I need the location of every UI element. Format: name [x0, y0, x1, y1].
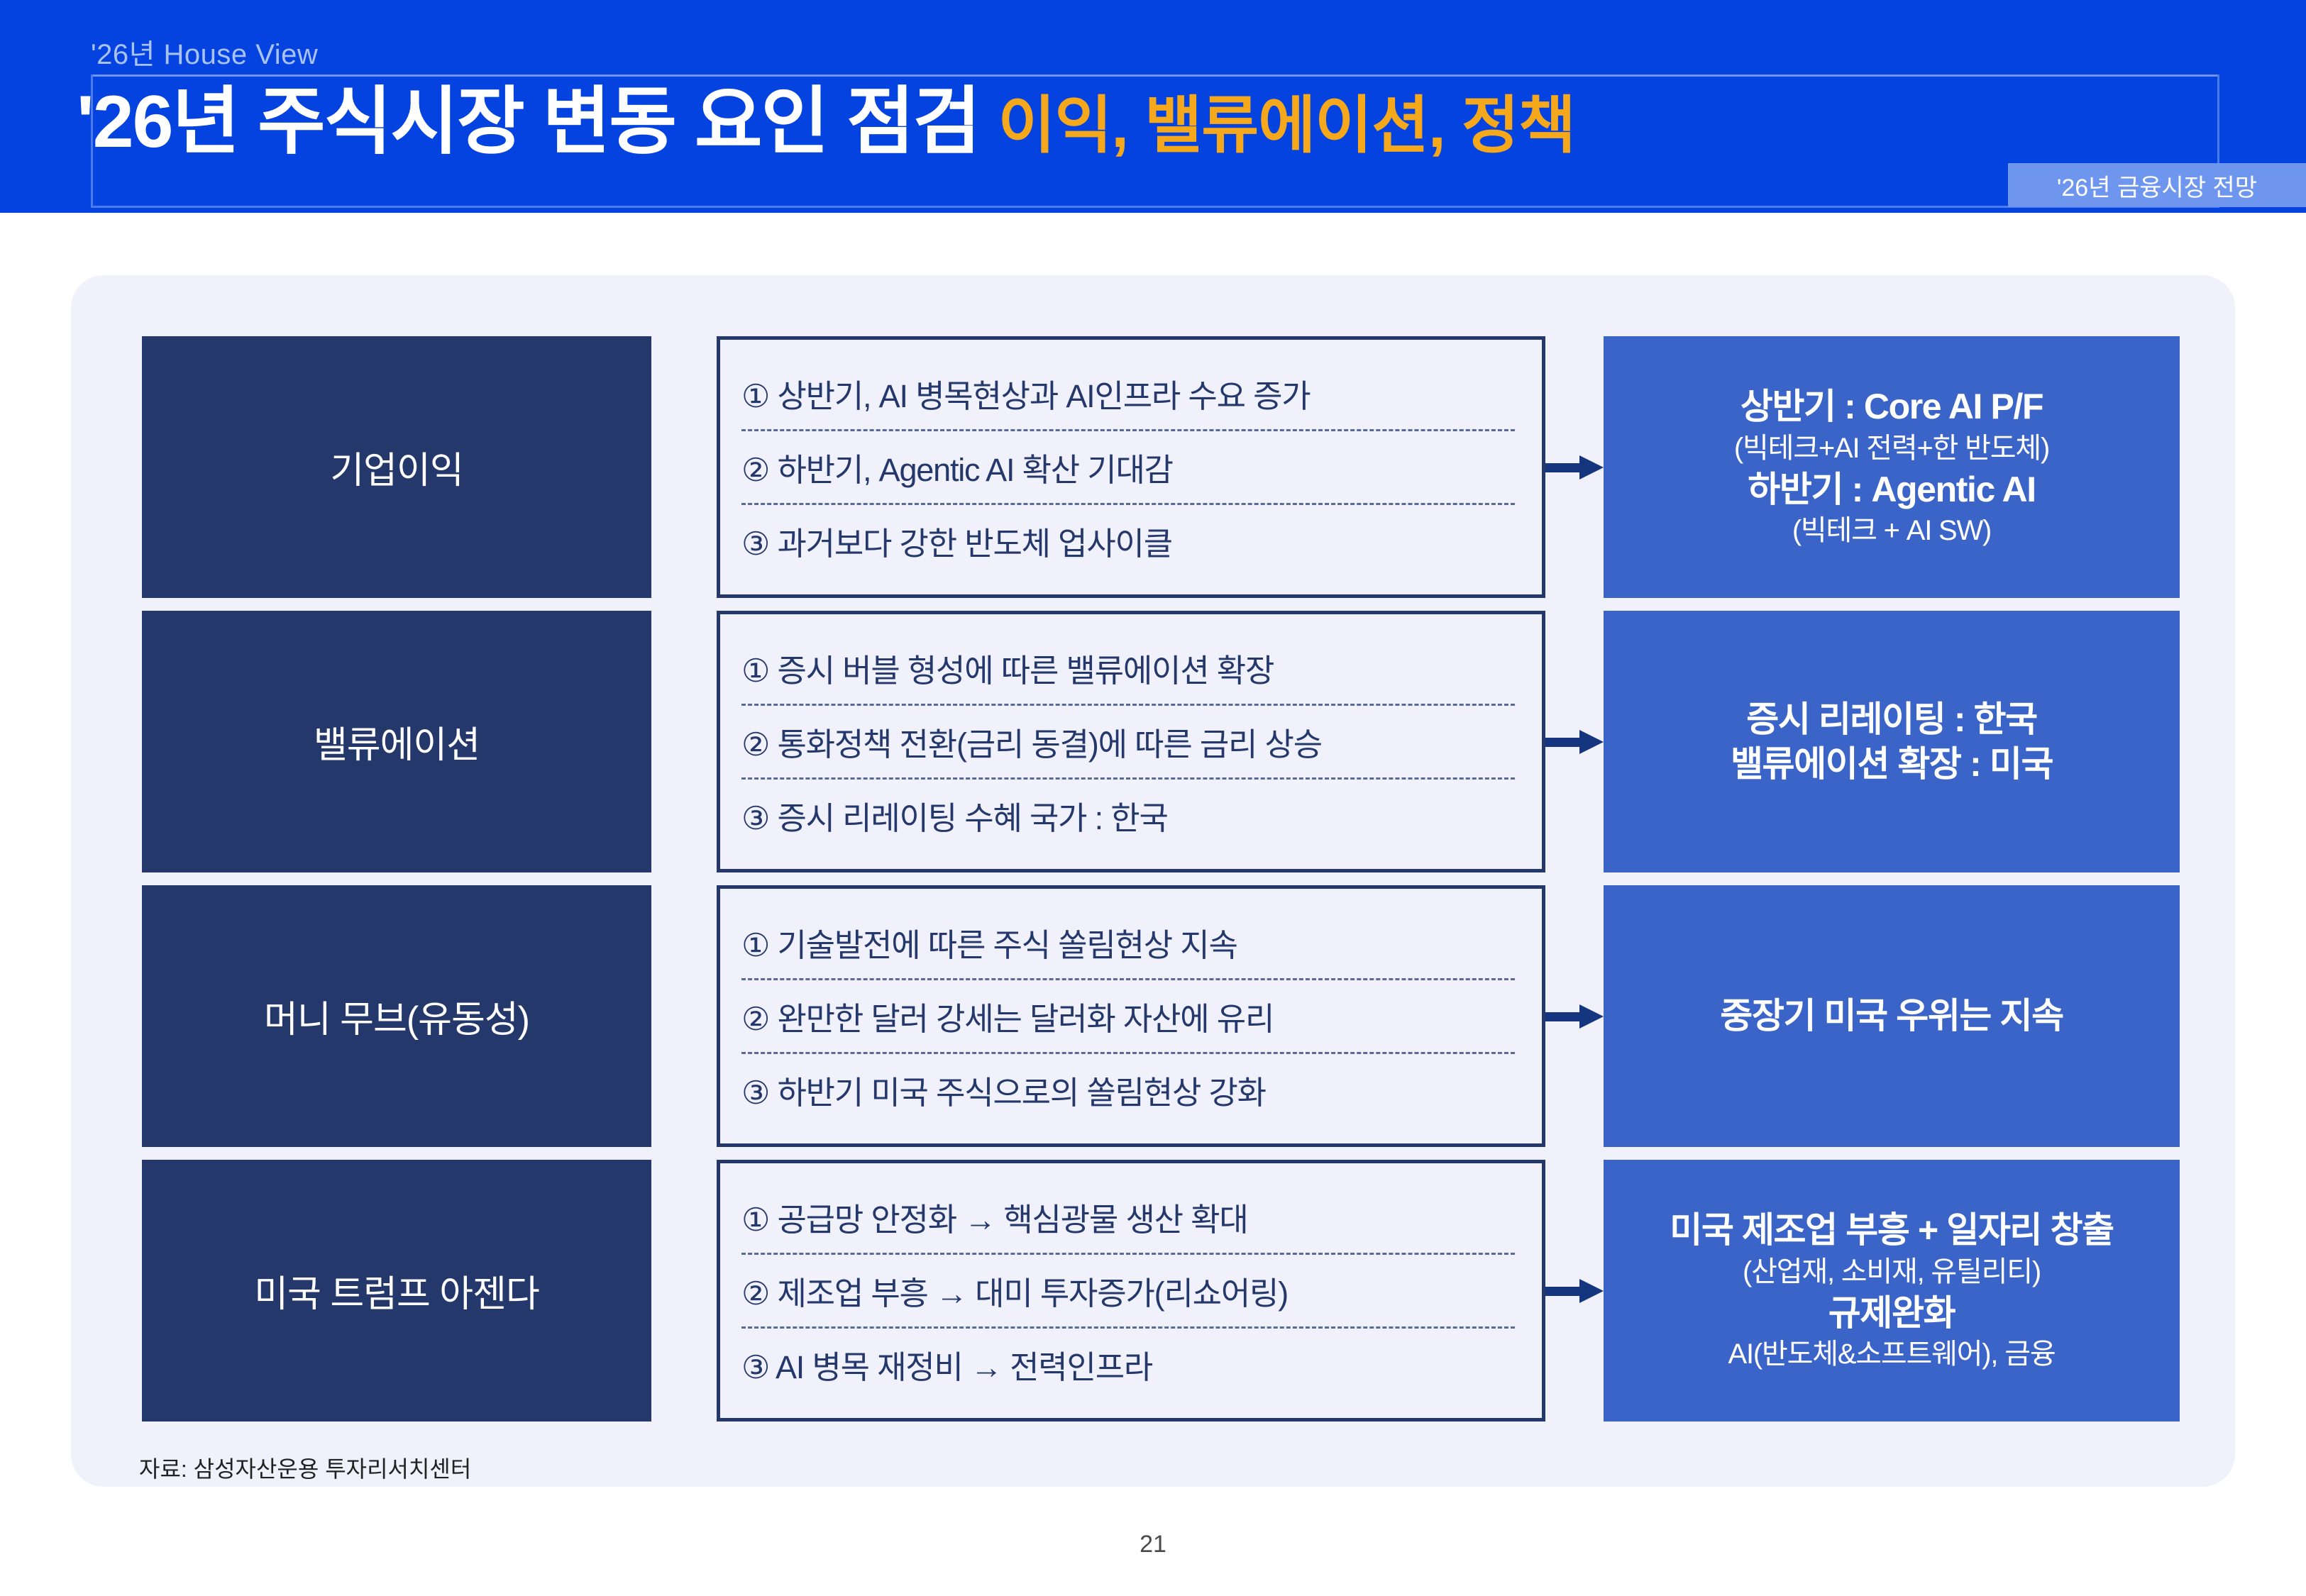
spacer: [651, 336, 717, 598]
status-badge: '26년 금융시장 전망: [2008, 163, 2306, 207]
conclusion-line: 증시 리레이팅 : 한국: [1746, 699, 2038, 739]
spacer: [651, 611, 717, 872]
list-item: ② 하반기, Agentic AI 확산 기대감: [741, 452, 1174, 488]
list-divider: [741, 1326, 1515, 1329]
conclusion-line: (산업재, 소비재, 유틸리티): [1743, 1256, 2041, 1287]
table-row: 기업이익 ① 상반기, AI 병목현상과 AI인프라 수요 증가 ② 하반기, …: [142, 336, 2180, 598]
list-divider: [741, 429, 1515, 431]
source-note: 자료: 삼성자산운용 투자리서치센터: [139, 1456, 472, 1482]
table-row: 밸류에이션 ① 증시 버블 형성에 따른 밸류에이션 확장 ② 통화정책 전환(…: [142, 611, 2180, 872]
conclusion-line: 밸류에이션 확장 : 미국: [1730, 743, 2054, 784]
factor-list: ① 기술발전에 따른 주식 쏠림현상 지속 ② 완만한 달러 강세는 달러화 자…: [717, 885, 1545, 1147]
arrow-cell: [1545, 336, 1604, 598]
conclusion-line: AI(반도체&소프트웨어), 금융: [1728, 1339, 2056, 1370]
list-divider: [741, 978, 1515, 980]
content-panel: 기업이익 ① 상반기, AI 병목현상과 AI인프라 수요 증가 ② 하반기, …: [71, 275, 2235, 1487]
arrow-head: [1579, 455, 1604, 480]
category-label: 머니 무브(유동성): [142, 885, 651, 1147]
arrow-shaft: [1545, 462, 1589, 472]
arrow-cell: [1545, 885, 1604, 1147]
list-item: ③ 과거보다 강한 반도체 업사이클: [741, 526, 1173, 562]
category-label: 밸류에이션: [142, 611, 651, 872]
header-divider: [91, 74, 2219, 77]
list-divider: [741, 1052, 1515, 1054]
header-eyebrow: '26년 House View: [91, 39, 319, 70]
list-divider: [741, 1253, 1515, 1255]
arrow-shaft: [1545, 737, 1589, 747]
arrow-cell: [1545, 1160, 1604, 1422]
list-item: ③ 증시 리레이팅 수혜 국가 : 한국: [741, 800, 1169, 836]
list-item: ③ AI 병목 재정비 → 전력인프라: [741, 1349, 1153, 1385]
page-number: 21: [1140, 1531, 1166, 1558]
conclusion-line: 상반기 : Core AI P/F: [1740, 387, 2044, 426]
list-item: ③ 하반기 미국 주식으로의 쏠림현상 강화: [741, 1075, 1267, 1111]
arrow-shaft: [1545, 1012, 1589, 1021]
conclusion-line: 하반기 : Agentic AI: [1748, 469, 2036, 509]
arrow-head: [1579, 1004, 1604, 1029]
list-item: ① 증시 버블 형성에 따른 밸류에이션 확장: [741, 653, 1274, 689]
factor-list: ① 상반기, AI 병목현상과 AI인프라 수요 증가 ② 하반기, Agent…: [717, 336, 1545, 598]
list-item: ① 기술발전에 따른 주식 쏠림현상 지속: [741, 927, 1238, 963]
list-divider: [741, 704, 1515, 706]
arrow-right-icon: [1545, 455, 1604, 480]
list-divider: [741, 503, 1515, 505]
conclusion-line: 미국 제조업 부흥 + 일자리 창출: [1670, 1210, 2114, 1250]
arrow-right-icon: [1545, 1004, 1604, 1029]
list-item: ① 상반기, AI 병목현상과 AI인프라 수요 증가: [741, 378, 1311, 414]
page-title-accent: 이익, 밸류에이션, 정책: [998, 90, 1575, 160]
arrow-right-icon: [1545, 729, 1604, 754]
conclusion-box: 증시 리레이팅 : 한국 밸류에이션 확장 : 미국: [1604, 611, 2180, 872]
conclusion-line: (빅테크+AI 전력+한 반도체): [1733, 432, 2050, 464]
arrow-shaft: [1545, 1286, 1589, 1296]
list-item: ② 제조업 부흥 → 대미 투자증가(리쇼어링): [741, 1275, 1289, 1312]
category-label: 미국 트럼프 아젠다: [142, 1160, 651, 1422]
conclusion-box: 미국 제조업 부흥 + 일자리 창출 (산업재, 소비재, 유틸리티) 규제완화…: [1604, 1160, 2180, 1422]
slide-header: '26년 House View '26년 주식시장 변동 요인 점검 이익, 밸…: [0, 0, 2306, 213]
category-label: 기업이익: [142, 336, 651, 598]
list-item: ① 공급망 안정화 → 핵심광물 생산 확대: [741, 1202, 1249, 1238]
list-item: ② 완만한 달러 강세는 달러화 자산에 유리: [741, 1001, 1274, 1037]
table-row: 미국 트럼프 아젠다 ① 공급망 안정화 → 핵심광물 생산 확대 ② 제조업 …: [142, 1160, 2180, 1422]
conclusion-box: 중장기 미국 우위는 지속: [1604, 885, 2180, 1147]
arrow-head: [1579, 729, 1604, 754]
factor-list: ① 증시 버블 형성에 따른 밸류에이션 확장 ② 통화정책 전환(금리 동결)…: [717, 611, 1545, 872]
factor-grid: 기업이익 ① 상반기, AI 병목현상과 AI인프라 수요 증가 ② 하반기, …: [142, 336, 2180, 1422]
page-title: '26년 주식시장 변동 요인 점검 이익, 밸류에이션, 정책: [77, 81, 1576, 163]
factor-list: ① 공급망 안정화 → 핵심광물 생산 확대 ② 제조업 부흥 → 대미 투자증…: [717, 1160, 1545, 1422]
table-row: 머니 무브(유동성) ① 기술발전에 따른 주식 쏠림현상 지속 ② 완만한 달…: [142, 885, 2180, 1147]
conclusion-line: (빅테크 + AI SW): [1792, 515, 1992, 546]
conclusion-line: 규제완화: [1828, 1292, 1956, 1333]
arrow-right-icon: [1545, 1278, 1604, 1303]
spacer: [651, 885, 717, 1147]
page-title-main: '26년 주식시장 변동 요인 점검: [77, 81, 981, 163]
list-divider: [741, 777, 1515, 780]
list-item: ② 통화정책 전환(금리 동결)에 따른 금리 상승: [741, 726, 1323, 763]
arrow-head: [1579, 1278, 1604, 1303]
spacer: [651, 1160, 717, 1422]
conclusion-box: 상반기 : Core AI P/F (빅테크+AI 전력+한 반도체) 하반기 …: [1604, 336, 2180, 598]
conclusion-line: 중장기 미국 우위는 지속: [1720, 996, 2064, 1036]
arrow-cell: [1545, 611, 1604, 872]
